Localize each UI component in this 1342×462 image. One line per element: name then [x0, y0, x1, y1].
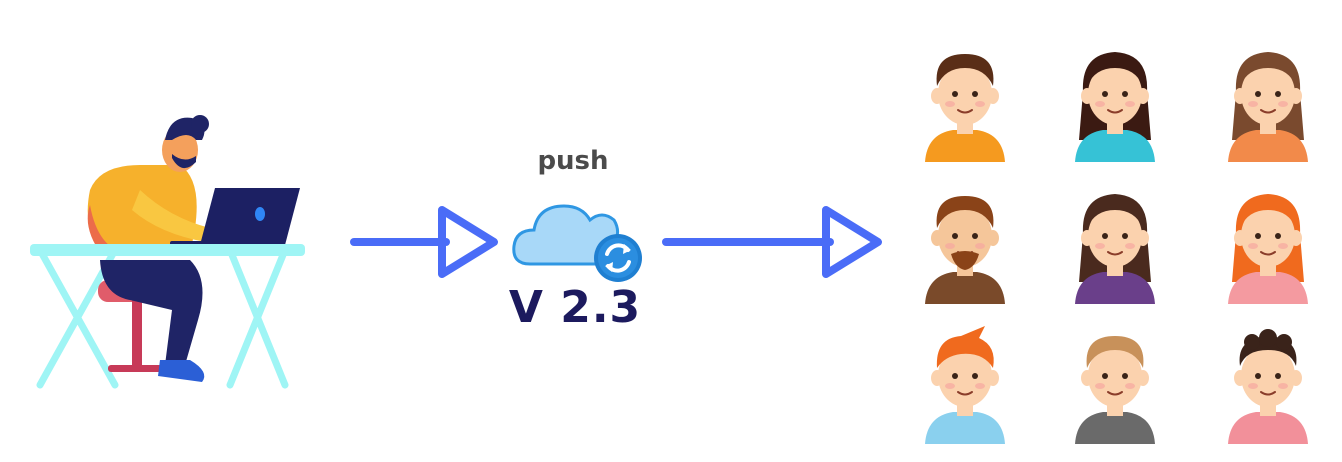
- cloud-sync-icon: [512, 204, 642, 282]
- developer-illustration: [30, 115, 305, 389]
- user-avatar-icon: [925, 196, 1005, 304]
- arrow-right-icon: [350, 206, 498, 278]
- user-avatar-grid: [915, 30, 1330, 444]
- version-label: V 2.3: [508, 282, 642, 333]
- user-avatar-icon: [1228, 194, 1308, 304]
- user-avatar-icon: [1075, 336, 1155, 444]
- user-avatar-icon: [925, 54, 1005, 162]
- user-avatar-icon: [925, 326, 1005, 444]
- user-avatar-icon: [1228, 329, 1308, 444]
- push-label: push: [537, 146, 609, 176]
- user-avatar-icon: [1228, 52, 1308, 162]
- arrow-right-icon: [662, 206, 882, 278]
- user-avatar-icon: [1075, 194, 1155, 304]
- user-avatar-icon: [1075, 52, 1155, 162]
